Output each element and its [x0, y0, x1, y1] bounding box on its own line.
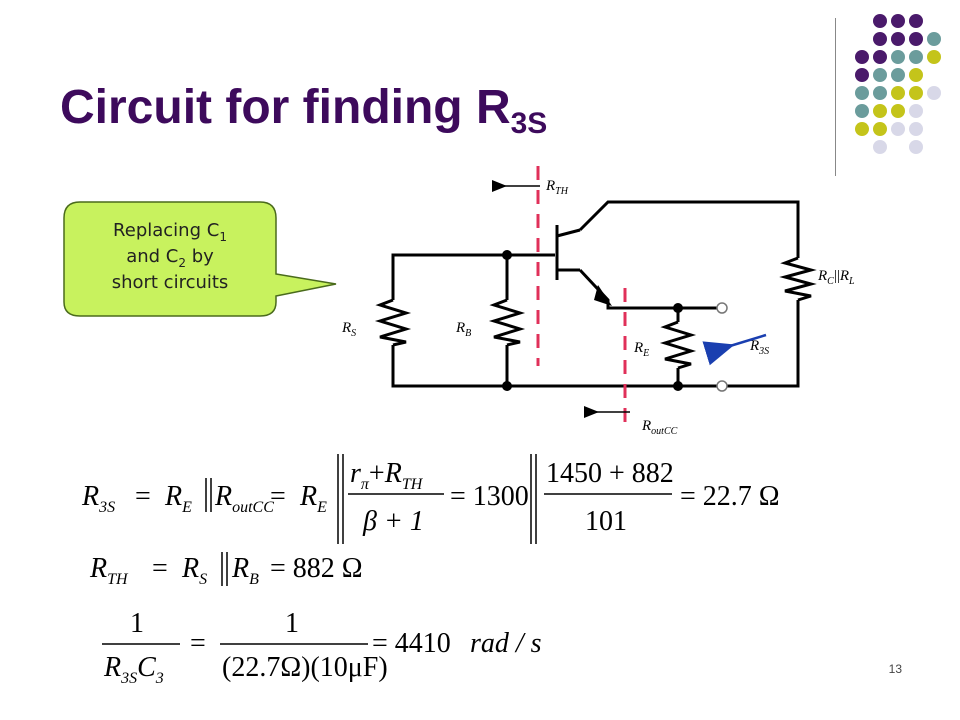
label-rb: RB [455, 320, 471, 339]
svg-text:rπ+RTH: rπ+RTH [350, 458, 424, 493]
svg-text:= 22.7 Ω: = 22.7 Ω [680, 481, 780, 512]
svg-text:RS: RS [181, 553, 207, 588]
title-subscript: 3S [510, 107, 548, 140]
svg-text:1: 1 [130, 608, 144, 639]
output-terminals [716, 302, 728, 392]
resistor-re-icon [659, 320, 697, 370]
svg-text:=: = [270, 481, 286, 512]
title-text: Circuit for finding R [60, 81, 511, 134]
svg-text:(22.7Ω)(10μF): (22.7Ω)(10μF) [222, 652, 388, 683]
svg-text:R3S: R3S [81, 481, 115, 516]
label-rc-rl: RC||RL [817, 268, 855, 287]
arrow-r3s-icon [702, 333, 767, 366]
svg-text:= 882 Ω: = 882 Ω [270, 553, 363, 584]
callout-line-1: Replacing C1 [113, 220, 227, 244]
svg-text:1450 + 882: 1450 + 882 [546, 458, 674, 489]
svg-text:= 1300: = 1300 [450, 481, 529, 512]
svg-text:β + 1: β + 1 [362, 506, 424, 537]
label-rs: RS [341, 320, 356, 339]
svg-text:RoutCC: RoutCC [214, 481, 274, 516]
svg-text:RE: RE [299, 481, 327, 516]
svg-text:=: = [190, 628, 206, 659]
label-r3s: R3S [749, 338, 769, 357]
svg-text:rad / s: rad / s [470, 628, 542, 659]
callout-bubble: Replacing C1 and C2 by short circuits [63, 201, 337, 317]
svg-text:R3SC3: R3SC3 [103, 652, 164, 687]
svg-text:1: 1 [285, 608, 299, 639]
callout-line-2: and C2 by [126, 246, 214, 270]
resistor-rcrl-icon [779, 256, 817, 302]
emitter-arrow-icon [594, 285, 612, 306]
callout-line-3: short circuits [112, 272, 229, 293]
resistor-rs-icon [374, 298, 412, 347]
page-number: 13 [888, 662, 902, 676]
circuit-nodes [502, 250, 683, 391]
svg-text:=: = [152, 553, 168, 584]
svg-text:RB: RB [231, 553, 259, 588]
svg-text:RE: RE [164, 481, 192, 516]
equation-pole: 1 R3SC3 = 1 (22.7Ω)(10μF) = 4410 rad / s [102, 608, 542, 687]
label-re: RE [633, 340, 649, 359]
label-routcc: RoutCC [641, 418, 678, 437]
svg-text:RTH: RTH [89, 553, 129, 588]
resistor-rb-icon [488, 298, 526, 347]
svg-text:= 4410: = 4410 [372, 628, 451, 659]
decorative-divider [835, 18, 836, 176]
equation-rth: RTH = RS RB = 882 Ω [89, 552, 363, 588]
svg-text:=: = [135, 481, 151, 512]
svg-text:101: 101 [585, 506, 627, 537]
slide-title: Circuit for finding R3S [60, 80, 547, 141]
equation-r3s: R3S = RE RoutCC = RE rπ+RTH β + 1 = 1300… [81, 454, 780, 544]
circuit-wires [391, 200, 800, 388]
label-rth: RTH [545, 178, 569, 197]
